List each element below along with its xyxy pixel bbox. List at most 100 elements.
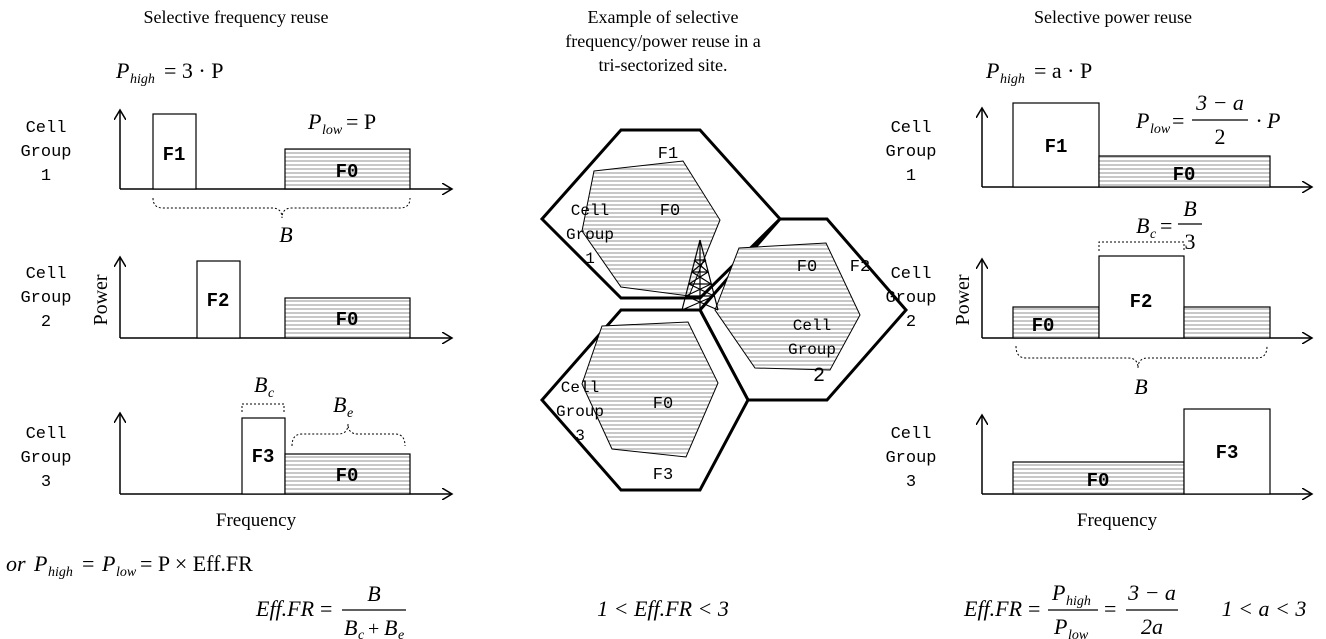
left-g3-f3-block bbox=[241, 417, 286, 495]
right-group-2-label: Cell Group 2 bbox=[885, 265, 936, 332]
svg-text:B: B bbox=[1183, 196, 1196, 221]
left-g1-f0-label: F0 bbox=[336, 161, 359, 183]
left-be-label: B e bbox=[333, 392, 353, 421]
left-bc-label: B c bbox=[254, 372, 275, 401]
svg-text:1: 1 bbox=[41, 167, 51, 186]
site-f2-label: F2 bbox=[850, 258, 870, 277]
left-g2-f0-label: F0 bbox=[336, 309, 359, 331]
svg-text:= a · P: = a · P bbox=[1034, 58, 1092, 83]
title-left: Selective frequency reuse bbox=[144, 7, 329, 27]
svg-text:Cell: Cell bbox=[891, 265, 932, 284]
svg-text:Cell: Cell bbox=[561, 379, 599, 397]
svg-text:Group: Group bbox=[885, 449, 936, 468]
right-g2-f2-label: F2 bbox=[1130, 291, 1153, 313]
title-center-line-2: frequency/power reuse in a bbox=[565, 31, 760, 51]
left-be-brace bbox=[291, 423, 406, 447]
svg-text:e: e bbox=[347, 406, 353, 421]
svg-text:Group: Group bbox=[885, 143, 936, 162]
right-group-1-label: Cell Group 1 bbox=[885, 119, 936, 186]
right-g3-f0-label: F0 bbox=[1087, 470, 1110, 492]
svg-text:low: low bbox=[1068, 628, 1089, 639]
formula-eff-fr-right: Eff.FR = P high P low = 3 − a 2a bbox=[963, 580, 1178, 639]
svg-text:high: high bbox=[1066, 594, 1091, 609]
svg-text:= P: = P bbox=[346, 109, 376, 134]
svg-text:Cell: Cell bbox=[571, 202, 609, 220]
left-g1-f1-label: F1 bbox=[163, 144, 186, 166]
left-g2-f2-label: F2 bbox=[207, 290, 230, 312]
formula-p-high-right: P high = a · P bbox=[985, 58, 1092, 87]
right-g1-f1-block bbox=[1012, 102, 1100, 188]
svg-text:3: 3 bbox=[575, 427, 585, 445]
title-center-line-1: Example of selective bbox=[588, 7, 739, 27]
svg-text:low: low bbox=[1150, 122, 1171, 137]
svg-text:Cell: Cell bbox=[26, 119, 67, 138]
svg-text:Group: Group bbox=[566, 226, 614, 244]
svg-text:B: B bbox=[1136, 213, 1149, 238]
left-x-axis-label: Frequency bbox=[216, 510, 297, 531]
right-bandwidth-label: B bbox=[1134, 374, 1147, 399]
svg-text:Cell: Cell bbox=[26, 425, 67, 444]
formula-a-range: 1 < a < 3 bbox=[1222, 596, 1307, 621]
svg-text:= 3 · P: = 3 · P bbox=[164, 58, 223, 83]
svg-text:high: high bbox=[48, 565, 73, 580]
svg-text:B: B bbox=[384, 615, 397, 639]
svg-text:Cell: Cell bbox=[793, 317, 831, 335]
svg-text:=: = bbox=[1028, 596, 1040, 621]
formula-equal-power: or P high = P low = P × Eff.FR bbox=[6, 551, 253, 580]
svg-text:Cell: Cell bbox=[26, 265, 67, 284]
right-g2-f2-block bbox=[1098, 255, 1185, 339]
right-g3-f3-block bbox=[1183, 408, 1271, 495]
right-y-axis-label: Power bbox=[952, 274, 974, 325]
right-g1-f1-label: F1 bbox=[1045, 136, 1068, 158]
svg-text:c: c bbox=[1150, 227, 1157, 242]
svg-text:P: P bbox=[1051, 580, 1065, 605]
svg-text:2: 2 bbox=[813, 365, 825, 388]
svg-text:e: e bbox=[398, 628, 404, 639]
svg-text:3 − a: 3 − a bbox=[1195, 90, 1244, 115]
left-group-3-label: Cell Group 3 bbox=[20, 425, 71, 492]
site-sector-2 bbox=[714, 242, 861, 371]
right-g1-f0-label: F0 bbox=[1173, 164, 1196, 186]
site-cell-group-1-label: Cell Group 1 bbox=[566, 202, 614, 268]
antenna-tower-icon bbox=[681, 239, 719, 311]
svg-text:low: low bbox=[322, 123, 343, 138]
svg-text:Group: Group bbox=[20, 449, 71, 468]
formula-p-low-left: P low = P bbox=[307, 109, 376, 138]
site-cell-group-2-label: Cell Group 2 bbox=[788, 317, 836, 388]
svg-text:Cell: Cell bbox=[891, 119, 932, 138]
svg-text:+: + bbox=[368, 618, 379, 639]
formula-eff-fr-range: 1 < Eff.FR < 3 bbox=[597, 596, 729, 621]
left-bc-brace bbox=[241, 403, 285, 412]
svg-text:= P × Eff.FR: = P × Eff.FR bbox=[140, 551, 253, 576]
svg-text:B: B bbox=[344, 615, 357, 639]
svg-text:1: 1 bbox=[906, 167, 916, 186]
svg-text:Eff.FR: Eff.FR bbox=[255, 596, 315, 621]
formula-p-low-right: P low = 3 − a 2 · P bbox=[1135, 90, 1280, 149]
svg-text:or: or bbox=[6, 551, 26, 576]
svg-text:P: P bbox=[1135, 108, 1149, 133]
right-g3-f3-label: F3 bbox=[1216, 442, 1239, 464]
title-right: Selective power reuse bbox=[1034, 7, 1192, 27]
site-sector-2-f0-label: F0 bbox=[797, 258, 817, 277]
left-bandwidth-brace bbox=[152, 197, 411, 219]
left-g3-f3-label: F3 bbox=[252, 446, 275, 468]
svg-text:=: = bbox=[1172, 108, 1184, 133]
svg-text:Group: Group bbox=[20, 289, 71, 308]
title-center-line-3: tri-sectorized site. bbox=[599, 55, 728, 75]
svg-text:=: = bbox=[1104, 596, 1116, 621]
svg-text:3: 3 bbox=[41, 473, 51, 492]
svg-text:B: B bbox=[254, 372, 267, 397]
svg-text:P: P bbox=[101, 551, 115, 576]
svg-text:high: high bbox=[1000, 72, 1025, 87]
right-g2-f0-left-block bbox=[1012, 306, 1100, 339]
site-sector-3-f0-label: F0 bbox=[653, 395, 673, 414]
svg-text:B: B bbox=[367, 581, 380, 606]
site-sector-1-f0-label: F0 bbox=[660, 202, 680, 221]
svg-text:high: high bbox=[130, 72, 155, 87]
formula-p-high-left: P high = 3 · P bbox=[115, 58, 223, 87]
svg-text:Group: Group bbox=[556, 403, 604, 421]
left-g2-f0-block bbox=[284, 297, 411, 339]
svg-text:Eff.FR: Eff.FR bbox=[963, 596, 1023, 621]
svg-text:Group: Group bbox=[885, 289, 936, 308]
